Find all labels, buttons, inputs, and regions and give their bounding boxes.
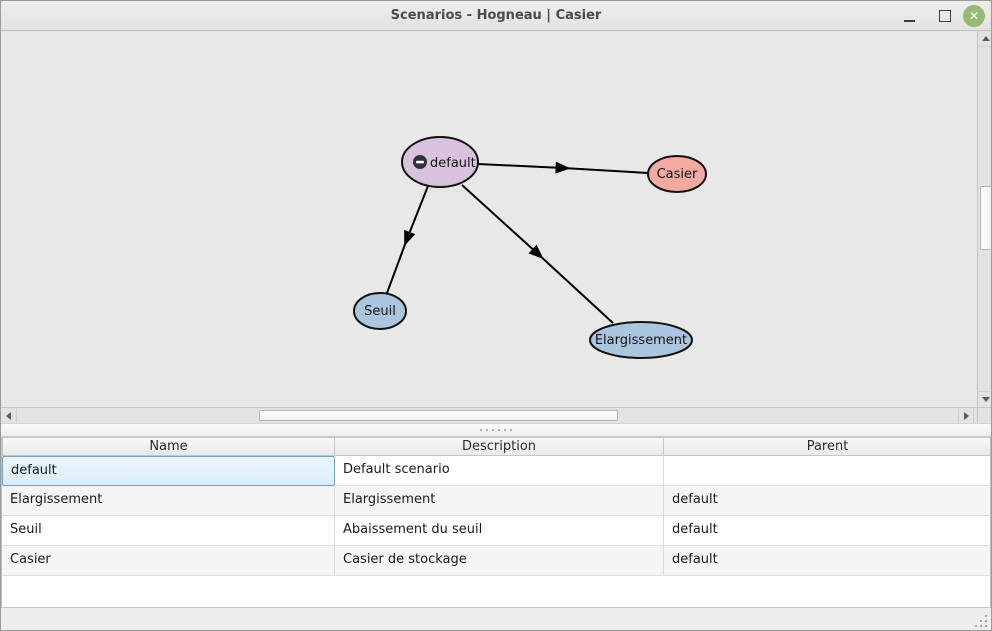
cell-name[interactable]: Elargissement [2,486,335,516]
scroll-down-button[interactable] [978,391,991,407]
cell-description[interactable]: Elargissement [335,486,664,516]
minimize-icon[interactable] [904,20,915,22]
titlebar[interactable]: Scenarios - Hogneau | Casier ✕ [1,1,991,31]
node-casier[interactable]: Casier [647,155,707,193]
node-elargissement-label: Elargissement [595,333,687,348]
left-arrow-icon [6,411,11,420]
scrollbar-corner [977,407,991,423]
horizontal-scrollbar[interactable] [1,407,977,423]
column-header-parent[interactable]: Parent [664,437,991,456]
cell-name[interactable]: Seuil [2,516,335,546]
column-header-description[interactable]: Description [335,437,664,456]
statusbar [1,608,991,630]
pane-splitter[interactable] [1,423,991,437]
maximize-icon[interactable] [939,10,951,22]
vertical-scrollbar[interactable] [977,31,991,407]
scenario-graph-canvas[interactable]: default Casier Seuil Elargissement [1,31,977,407]
node-elargissement[interactable]: Elargissement [589,321,693,359]
resize-grip-icon[interactable] [971,613,987,627]
down-arrow-icon [981,397,990,402]
node-default-label: default [430,156,476,171]
vertical-scrollbar-thumb[interactable] [980,186,991,250]
cell-description[interactable]: Casier de stockage [335,546,664,576]
splitter-grip-icon [480,429,512,431]
edge-default-seuil [386,185,429,294]
node-seuil-label: Seuil [364,304,396,319]
cell-description[interactable]: Default scenario [335,456,664,486]
cell-parent[interactable]: default [664,546,991,576]
cell-parent[interactable]: default [664,516,991,546]
table-header: Name Description Parent [2,437,991,456]
node-casier-label: Casier [657,167,698,182]
scroll-left-button[interactable] [1,408,17,423]
cell-name[interactable]: Casier [2,546,335,576]
window-title: Scenarios - Hogneau | Casier [390,8,602,23]
horizontal-scrollbar-thumb[interactable] [259,410,618,421]
column-header-name[interactable]: Name [2,437,335,456]
right-arrow-icon [963,411,969,420]
node-default[interactable]: default [401,136,479,188]
up-arrow-icon [981,36,990,41]
collapse-icon[interactable] [413,155,427,169]
node-seuil[interactable]: Seuil [353,292,407,330]
cell-parent[interactable] [664,456,991,486]
cell-name-selected[interactable]: default [2,456,335,486]
cell-parent[interactable]: default [664,486,991,516]
table-row: default Default scenario [2,456,991,486]
table-empty-area[interactable] [2,576,990,608]
cell-description[interactable]: Abaissement du seuil [335,516,664,546]
scenario-table: Name Description Parent default Default … [1,437,991,608]
edge-default-elargissement [461,184,614,324]
table-row: Elargissement Elargissement default [2,486,991,516]
table-row: Casier Casier de stockage default [2,546,991,576]
close-icon[interactable]: ✕ [963,5,985,27]
scroll-up-button[interactable] [978,31,991,47]
edge-default-casier [477,161,649,174]
scroll-right-button[interactable] [958,408,974,423]
table-row: Seuil Abaissement du seuil default [2,516,991,546]
